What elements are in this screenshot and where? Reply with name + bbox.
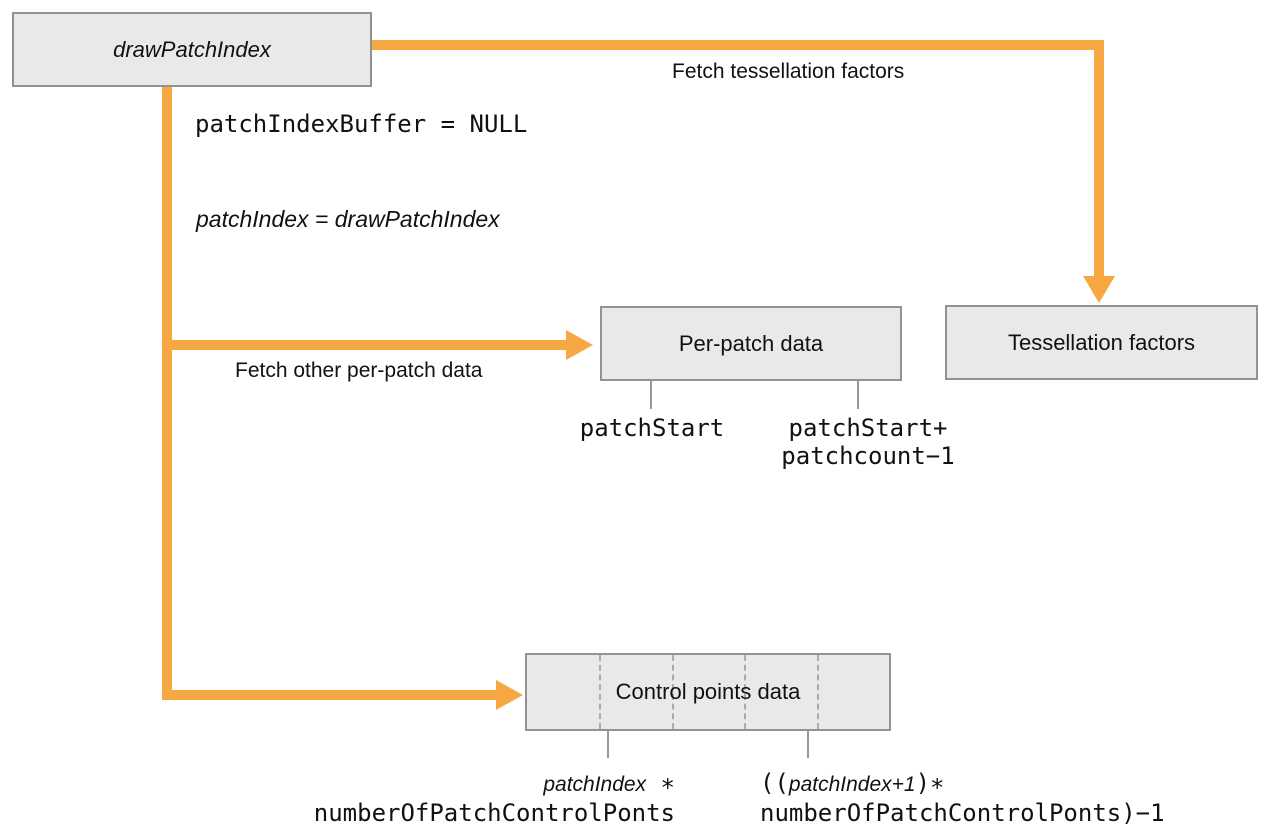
node-tessellation-factors-label: Tessellation factors (1007, 329, 1196, 355)
annotation-patch-index-buffer: patchIndexBuffer = NULL (195, 110, 528, 138)
node-control-points-data-label: Control points data (615, 679, 801, 704)
label-control-points-end-index: ((patchIndex+1)∗ numberOfPatchControlPon… (760, 769, 1165, 827)
control-points-divider-3 (744, 655, 747, 729)
edge-main-vertical (162, 86, 172, 700)
label-cp-end-var: patchIndex+1 (788, 773, 916, 796)
label-patch-count-minus1-line2: patchcount−1 (781, 442, 955, 470)
control-points-divider-4 (816, 655, 819, 729)
node-per-patch-data: Per-patch data (600, 306, 902, 381)
arrowhead-into-control-points-data (496, 680, 523, 710)
per-patch-tick-end (857, 381, 859, 409)
control-points-tick-start (607, 731, 609, 758)
label-cp-start-op: ∗ (660, 769, 675, 797)
label-cp-end-open: (( (760, 769, 789, 797)
per-patch-tick-start (650, 381, 652, 409)
control-points-tick-end (807, 731, 809, 758)
control-points-divider-1 (599, 655, 602, 729)
label-patch-start-plus-line1: patchStart+ (788, 414, 948, 442)
label-cp-end-line2: numberOfPatchControlPonts)−1 (760, 799, 1165, 827)
edge-label-fetch-other-per-patch-data: Fetch other per-patch data (235, 359, 483, 382)
edge-label-fetch-tessellation-factors: Fetch tessellation factors (672, 60, 905, 83)
label-cp-start-var: patchIndex (543, 773, 647, 796)
node-control-points-data: Control points data (525, 653, 891, 731)
edge-fetch-tessellation-vertical (1094, 40, 1104, 277)
node-tessellation-factors: Tessellation factors (945, 305, 1258, 380)
label-patch-start-plus-count: patchStart+ patchcount−1 (781, 414, 954, 470)
label-control-points-start-index: patchIndex ∗ numberOfPatchControlPonts (314, 769, 675, 827)
annotation-patch-index-assignment: patchIndex = drawPatchIndex (196, 206, 500, 232)
arrowhead-into-tessellation-factors (1083, 276, 1115, 303)
label-cp-start-line2: numberOfPatchControlPonts (313, 799, 675, 827)
node-per-patch-data-label: Per-patch data (678, 330, 824, 356)
control-points-divider-2 (671, 655, 674, 729)
arrowhead-into-per-patch-data (566, 330, 593, 360)
node-draw-patch-index-label: drawPatchIndex (113, 36, 271, 62)
node-draw-patch-index: drawPatchIndex (12, 12, 372, 87)
label-patch-start: patchStart (579, 414, 725, 442)
edge-fetch-tessellation-horizontal (372, 40, 1104, 50)
edge-fetch-per-patch-horizontal (162, 340, 566, 350)
label-cp-end-close: )∗ (915, 769, 945, 797)
edge-control-points-horizontal (162, 690, 496, 700)
